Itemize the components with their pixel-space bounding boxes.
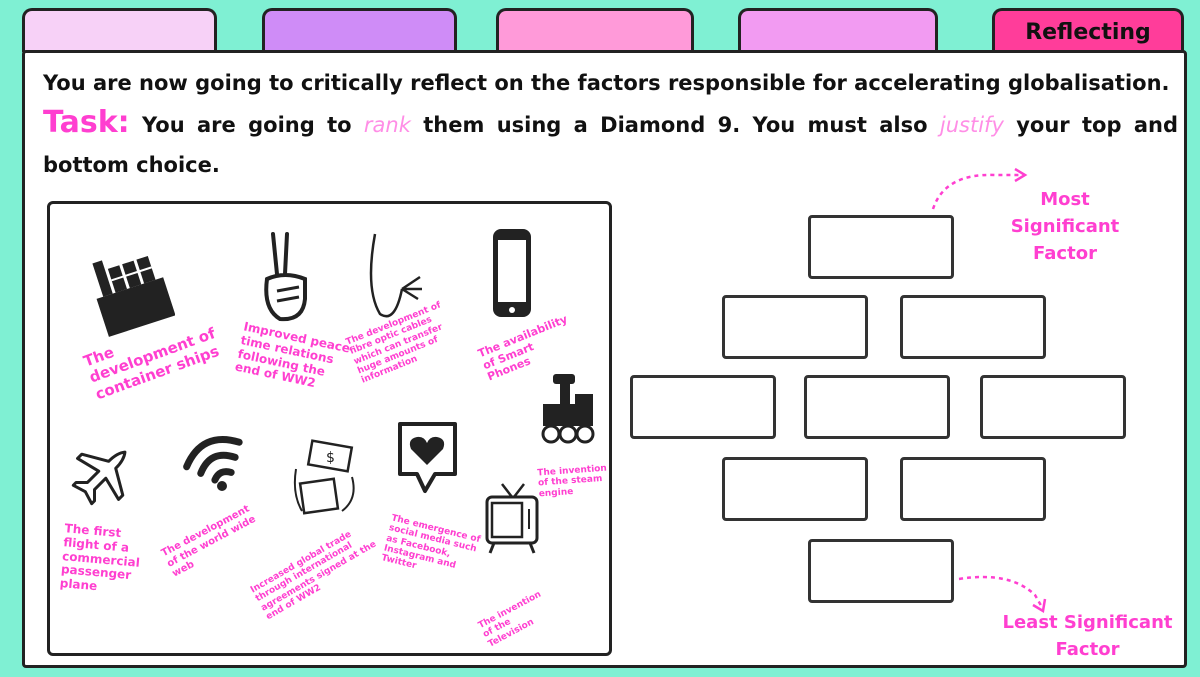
task-text-3: your top and bottom choice. <box>43 113 1178 177</box>
peace-hand-icon <box>264 232 307 322</box>
task-text-2: them using a Diamond 9. You must also <box>423 113 928 137</box>
factor-world-wide-web[interactable]: The development of the world wide web <box>159 503 258 580</box>
factor-television[interactable]: The invention of the Television <box>476 589 543 650</box>
diamond-slot-5[interactable] <box>804 375 950 439</box>
justify-word: justify <box>939 113 1004 137</box>
trade-cycle-icon: $ <box>293 439 355 515</box>
diamond-slot-4[interactable] <box>630 375 776 439</box>
factor-social-media[interactable]: The emergence of social media such as Fa… <box>380 513 482 572</box>
main-panel: You are now going to critically reflect … <box>22 50 1187 668</box>
smartphone-icon <box>493 229 531 317</box>
rank-word: rank <box>363 113 411 137</box>
tab-reflecting[interactable]: Reflecting <box>992 8 1184 52</box>
bottom-arrow-icon <box>958 575 1047 614</box>
factor-global-trade[interactable]: Increased global trade through internati… <box>249 529 378 623</box>
diamond-slot-6[interactable] <box>980 375 1126 439</box>
wifi-icon <box>183 436 243 491</box>
least-significant-label: Least Significant Factor <box>1002 612 1173 660</box>
tab-4[interactable] <box>738 8 938 52</box>
tab-2[interactable] <box>262 8 457 52</box>
factor-steam-engine[interactable]: The invention of the steam engine <box>537 463 608 500</box>
heart-message-icon <box>398 422 457 493</box>
tab-1[interactable] <box>22 8 217 52</box>
diamond-slot-8[interactable] <box>900 457 1046 521</box>
steam-train-icon <box>541 374 595 444</box>
intro-line: You are now going to critically reflect … <box>43 71 1170 95</box>
tab-3[interactable] <box>496 8 694 52</box>
diamond-slot-2[interactable] <box>722 295 868 359</box>
fibre-optic-cable-icon <box>369 233 422 318</box>
diamond-slot-7[interactable] <box>722 457 868 521</box>
most-significant-label: Most Significant Factor <box>1010 189 1120 264</box>
diamond-slot-9[interactable] <box>808 539 954 603</box>
diamond-slot-1[interactable] <box>808 215 954 279</box>
top-arrow-icon <box>931 167 1028 210</box>
diamond-slot-3[interactable] <box>900 295 1046 359</box>
factor-peace-relations[interactable]: Improved peace time relations following … <box>233 319 352 391</box>
task-label: Task: <box>43 105 130 140</box>
intro-text: You are now going to critically reflect … <box>43 63 1178 185</box>
tab-label-reflecting: Reflecting <box>1025 20 1151 45</box>
factor-passenger-plane[interactable]: The first flight of a commercial passeng… <box>59 521 141 594</box>
factors-card: The development of container ships Impro… <box>47 201 612 656</box>
airplane-icon <box>71 450 127 506</box>
task-text-1: You are going to <box>142 113 352 137</box>
svg-text:$: $ <box>326 450 335 466</box>
container-ship-icon <box>92 255 175 337</box>
television-icon <box>485 483 539 554</box>
